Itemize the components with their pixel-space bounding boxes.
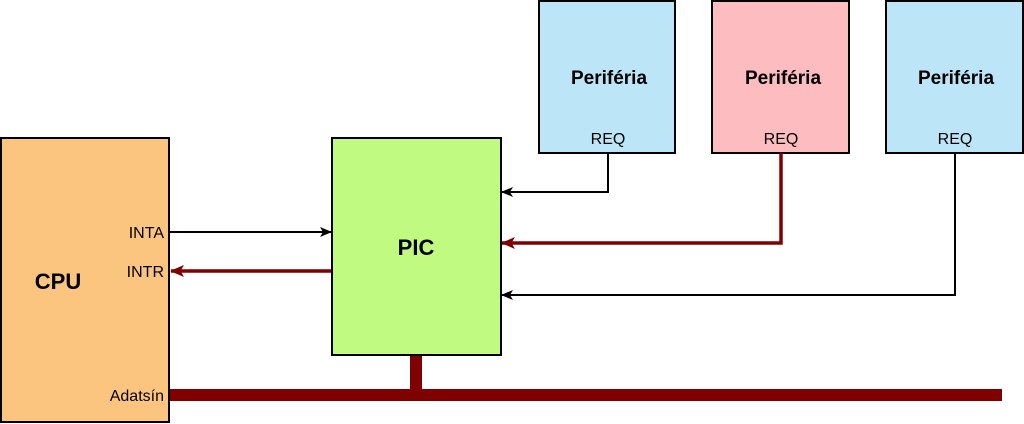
peripheral-3-req-label: REQ: [938, 131, 973, 148]
peripheral-1-req-wire: [501, 153, 609, 197]
peripheral-1-title: Periféria: [571, 68, 647, 89]
peripheral-1-box: [538, 0, 676, 154]
peripheral-3-box: [885, 0, 1024, 154]
peripheral-2-req-wire: [501, 153, 783, 249]
cpu-intr-label: INTR: [127, 264, 164, 281]
cpu-title: CPU: [35, 269, 81, 294]
pic-box: [331, 137, 502, 356]
peripheral-3-title: Periféria: [918, 68, 994, 89]
cpu-inta-label: INTA: [129, 225, 165, 242]
peripheral-3-req-wire: [501, 153, 956, 300]
peripheral-2-box: [711, 0, 850, 154]
peripheral-1-req-label: REQ: [591, 131, 626, 148]
cpu-bus-label: Adatsín: [110, 388, 164, 405]
cpu-box: [0, 137, 170, 423]
peripheral-2-title: Periféria: [745, 68, 821, 89]
pic-title: PIC: [398, 235, 435, 260]
peripheral-2-req-label: REQ: [764, 131, 799, 148]
